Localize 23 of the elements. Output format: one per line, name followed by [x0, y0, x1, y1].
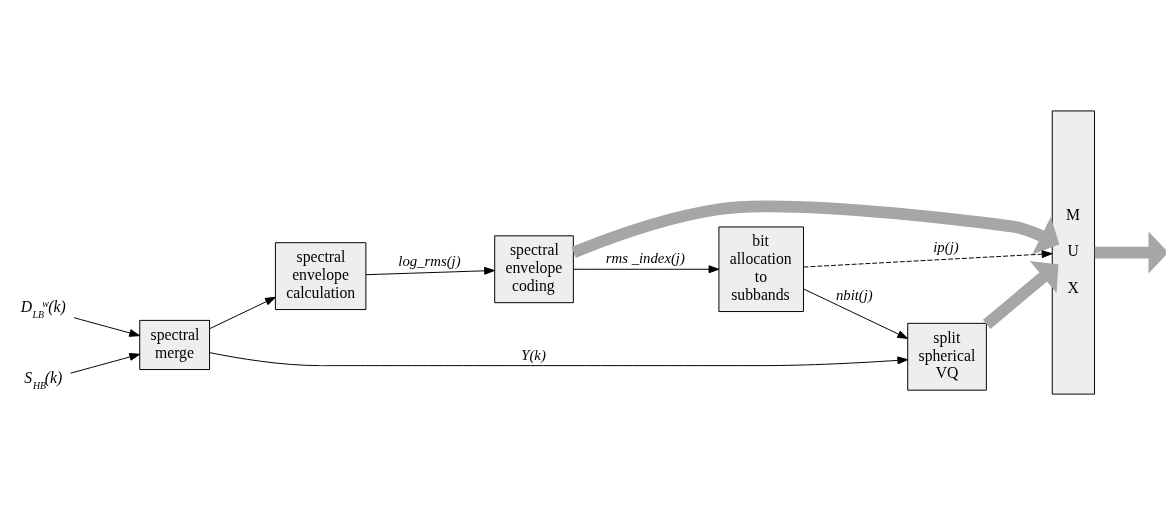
node-box: M U X	[1051, 109, 1096, 395]
arrow	[803, 288, 909, 339]
edge-label: rms _index(j)	[605, 249, 685, 266]
arrow	[571, 200, 1060, 258]
edge-label: ip(j)	[933, 238, 959, 255]
node-box: spectral merge	[139, 319, 211, 370]
node-text: S$_{HB}$(k)	[24, 368, 63, 391]
edge-label: nbit(j)	[835, 286, 873, 303]
arrow	[982, 260, 1059, 329]
node-box: split spherical VQ	[907, 322, 987, 391]
edge-label: Y(k)	[521, 346, 546, 363]
node-box: bit allocation to subbands	[718, 226, 804, 312]
edge-label: log_rms(j)	[398, 252, 461, 269]
node-box: spectral envelope calculation	[274, 241, 367, 310]
arrow	[209, 296, 276, 329]
arrow	[209, 351, 909, 366]
arrow	[70, 352, 141, 374]
arrow	[803, 249, 1053, 267]
node-text: D$_{LB}$$^{w}$(k)	[20, 297, 66, 320]
arrow	[73, 316, 141, 337]
arrow	[573, 264, 720, 273]
node-box: spectral envelope coding	[494, 234, 574, 303]
arrow	[365, 266, 495, 275]
